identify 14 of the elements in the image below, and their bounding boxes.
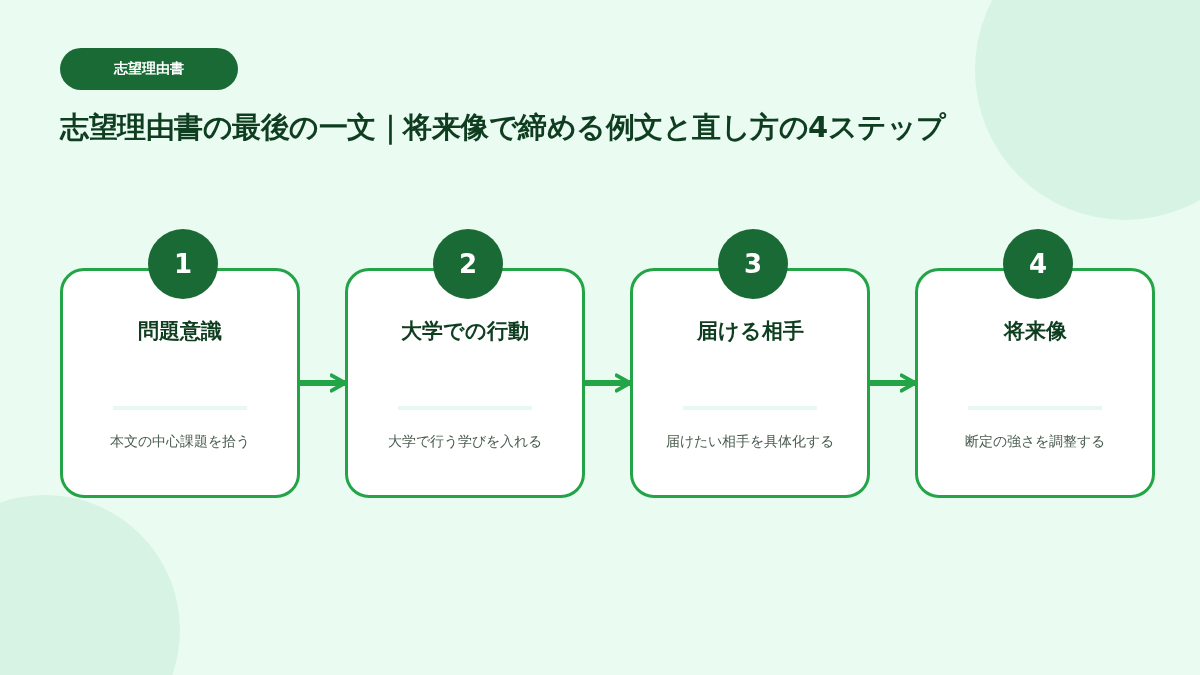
title: 志望理由書の最後の一文｜将来像で締める例文と直し方の4ステップ (60, 109, 946, 147)
step-number: 3 (718, 229, 788, 299)
step-heading: 大学での行動 (400, 318, 530, 345)
step-description: 大学で行う学びを入れる (387, 432, 543, 451)
step-number: 1 (148, 229, 218, 299)
step-description: 届けたい相手を具体化する (665, 432, 835, 451)
step-heading: 将来像 (1002, 318, 1068, 345)
category-tag: 志望理由書 (60, 48, 238, 90)
step-number: 4 (1003, 229, 1073, 299)
step-description: 本文の中心課題を拾う (109, 432, 251, 451)
step-description: 断定の強さを調整する (964, 432, 1106, 451)
step-heading: 届ける相手 (695, 318, 805, 345)
step-number: 2 (433, 229, 503, 299)
step-heading: 問題意識 (137, 318, 223, 345)
